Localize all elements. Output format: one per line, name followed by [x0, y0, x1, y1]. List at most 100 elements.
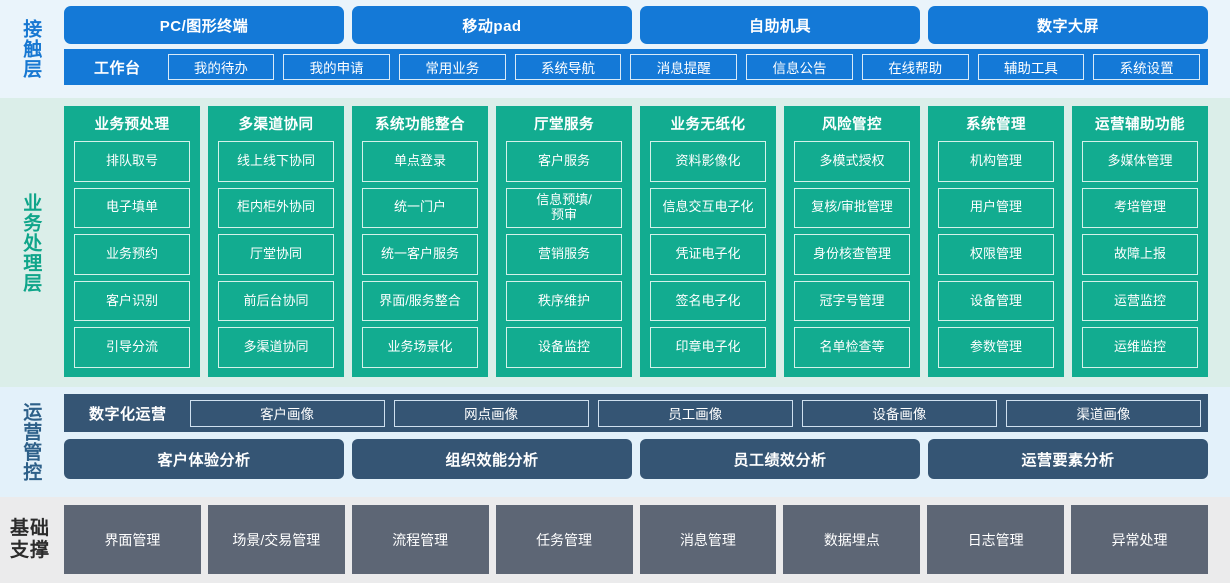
business-item[interactable]: 电子填单 [74, 187, 190, 229]
foundation-item-data-tracking[interactable]: 数据埋点 [783, 505, 921, 574]
column-items: 排队取号 电子填单 业务预约 客户识别 引导分流 [74, 141, 190, 368]
portrait-customer[interactable]: 客户画像 [189, 399, 385, 427]
foundation-item-process-management[interactable]: 流程管理 [351, 505, 489, 574]
business-item[interactable]: 运维监控 [1082, 327, 1198, 368]
business-item[interactable]: 冠字号管理 [794, 280, 910, 322]
layer-operations-label: 运营管控 [0, 387, 60, 497]
business-item[interactable]: 考培管理 [1082, 187, 1198, 229]
business-item[interactable]: 故障上报 [1082, 234, 1198, 275]
business-columns: 业务预处理 排队取号 电子填单 业务预约 客户识别 引导分流 多渠道协同 线上线… [64, 106, 1208, 377]
business-item[interactable]: 机构管理 [938, 141, 1054, 182]
workbench-item-common-business[interactable]: 常用业务 [398, 54, 506, 80]
foundation-item-task-management[interactable]: 任务管理 [495, 505, 633, 574]
business-column-system-function-integration: 系统功能整合 单点登录 统一门户 统一客户服务 界面/服务整合 业务场景化 [352, 106, 488, 377]
business-item[interactable]: 排队取号 [74, 141, 190, 182]
foundation-item-exception-handling[interactable]: 异常处理 [1071, 505, 1208, 574]
analysis-employee-performance[interactable]: 员工绩效分析 [640, 439, 920, 479]
layer-business-label-text: 业务处理层 [20, 192, 42, 293]
business-item[interactable]: 信息交互电子化 [650, 187, 766, 229]
contact-channel-self-service[interactable]: 自助机具 [640, 6, 920, 44]
contact-channel-pc[interactable]: PC/图形终端 [64, 6, 344, 44]
layer-contact: 接触层 PC/图形终端 移动pad 自助机具 数字大屏 工作台 我的待办 我的申… [0, 0, 1230, 98]
business-item[interactable]: 界面/服务整合 [362, 280, 478, 322]
business-column-paperless: 业务无纸化 资料影像化 信息交互电子化 凭证电子化 签名电子化 印章电子化 [640, 106, 776, 377]
business-column-operation-auxiliary: 运营辅助功能 多媒体管理 考培管理 故障上报 运营监控 运维监控 [1072, 106, 1208, 377]
workbench-item-message-reminder[interactable]: 消息提醒 [630, 54, 738, 80]
column-items: 多模式授权 复核/审批管理 身份核查管理 冠字号管理 名单检查等 [794, 141, 910, 368]
business-item[interactable]: 运营监控 [1082, 280, 1198, 322]
analysis-organizational-effectiveness[interactable]: 组织效能分析 [352, 439, 632, 479]
business-item[interactable]: 客户识别 [74, 280, 190, 322]
business-item[interactable]: 参数管理 [938, 327, 1054, 368]
column-title: 运营辅助功能 [1095, 117, 1185, 133]
foundation-item-ui-management[interactable]: 界面管理 [64, 505, 201, 574]
business-item[interactable]: 印章电子化 [650, 327, 766, 368]
foundation-item-message-management[interactable]: 消息管理 [639, 505, 777, 574]
business-item[interactable]: 用户管理 [938, 187, 1054, 229]
business-item[interactable]: 凭证电子化 [650, 234, 766, 275]
column-items: 机构管理 用户管理 权限管理 设备管理 参数管理 [938, 141, 1054, 368]
analysis-customer-experience[interactable]: 客户体验分析 [64, 439, 344, 479]
workbench-item-auxiliary-tools[interactable]: 辅助工具 [977, 54, 1085, 80]
contact-channel-mobile-pad[interactable]: 移动pad [352, 6, 632, 44]
portrait-device[interactable]: 设备画像 [801, 399, 997, 427]
business-item[interactable]: 资料影像化 [650, 141, 766, 182]
workbench-item-information-bulletin[interactable]: 信息公告 [746, 54, 853, 80]
workbench-item-my-todo[interactable]: 我的待办 [167, 54, 275, 80]
business-item[interactable]: 身份核查管理 [794, 234, 910, 275]
business-item[interactable]: 设备监控 [506, 327, 622, 368]
portrait-branch[interactable]: 网点画像 [393, 399, 589, 427]
business-item[interactable]: 厅堂协同 [218, 234, 334, 275]
foundation-item-log-management[interactable]: 日志管理 [927, 505, 1065, 574]
layer-business-processing: 业务处理层 业务预处理 排队取号 电子填单 业务预约 客户识别 引导分流 多渠道… [0, 98, 1230, 387]
business-item[interactable]: 名单检查等 [794, 327, 910, 368]
business-column-risk-control: 风险管控 多模式授权 复核/审批管理 身份核查管理 冠字号管理 名单检查等 [784, 106, 920, 377]
contact-channel-digital-screen[interactable]: 数字大屏 [928, 6, 1208, 44]
layer-foundation-body: 界面管理 场景/交易管理 流程管理 任务管理 消息管理 数据埋点 日志管理 异常… [60, 497, 1230, 583]
column-title: 系统功能整合 [375, 117, 465, 133]
business-column-multichannel-collaboration: 多渠道协同 线上线下协同 柜内柜外协同 厅堂协同 前后台协同 多渠道协同 [208, 106, 344, 377]
business-column-pre-processing: 业务预处理 排队取号 电子填单 业务预约 客户识别 引导分流 [64, 106, 200, 377]
column-title: 业务无纸化 [670, 117, 746, 133]
layer-contact-label-text: 接触层 [20, 19, 42, 79]
layer-contact-body: PC/图形终端 移动pad 自助机具 数字大屏 工作台 我的待办 我的申请 常用… [60, 0, 1230, 98]
business-item[interactable]: 单点登录 [362, 141, 478, 182]
column-items: 单点登录 统一门户 统一客户服务 界面/服务整合 业务场景化 [362, 141, 478, 368]
business-item[interactable]: 营销服务 [506, 234, 622, 275]
portrait-channel[interactable]: 渠道画像 [1005, 399, 1201, 427]
layer-contact-label: 接触层 [0, 0, 60, 98]
foundation-item-scenario-transaction-management[interactable]: 场景/交易管理 [207, 505, 345, 574]
analysis-operation-elements[interactable]: 运营要素分析 [928, 439, 1208, 479]
business-column-lobby-service: 厅堂服务 客户服务 信息预填/ 预审 营销服务 秩序维护 设备监控 [496, 106, 632, 377]
workbench-item-my-application[interactable]: 我的申请 [283, 54, 390, 80]
workbench-item-online-help[interactable]: 在线帮助 [861, 54, 969, 80]
business-item[interactable]: 引导分流 [74, 327, 190, 368]
business-item[interactable]: 签名电子化 [650, 280, 766, 322]
layer-foundation-label-text: 基础 支撑 [7, 518, 53, 563]
business-item[interactable]: 业务场景化 [362, 327, 478, 368]
business-item[interactable]: 前后台协同 [218, 280, 334, 322]
business-item[interactable]: 线上线下协同 [218, 141, 334, 182]
business-item[interactable]: 多渠道协同 [218, 327, 334, 368]
business-item[interactable]: 复核/审批管理 [794, 187, 910, 229]
portrait-employee[interactable]: 员工画像 [597, 399, 793, 427]
workbench-bar: 工作台 我的待办 我的申请 常用业务 系统导航 消息提醒 信息公告 在线帮助 辅… [64, 49, 1208, 85]
workbench-item-system-settings[interactable]: 系统设置 [1093, 54, 1200, 80]
business-item[interactable]: 设备管理 [938, 280, 1054, 322]
business-item[interactable]: 客户服务 [506, 141, 622, 182]
business-item[interactable]: 柜内柜外协同 [218, 187, 334, 229]
business-item[interactable]: 多媒体管理 [1082, 141, 1198, 182]
business-item[interactable]: 统一门户 [362, 187, 478, 229]
business-item[interactable]: 业务预约 [74, 234, 190, 275]
business-item[interactable]: 统一客户服务 [362, 234, 478, 275]
layer-foundation-support: 基础 支撑 界面管理 场景/交易管理 流程管理 任务管理 消息管理 数据埋点 日… [0, 497, 1230, 583]
business-item[interactable]: 权限管理 [938, 234, 1054, 275]
workbench-item-system-navigation[interactable]: 系统导航 [514, 54, 622, 80]
analysis-row: 客户体验分析 组织效能分析 员工绩效分析 运营要素分析 [64, 439, 1208, 479]
business-item[interactable]: 多模式授权 [794, 141, 910, 182]
layer-business-label: 业务处理层 [0, 98, 60, 387]
foundation-items-row: 界面管理 场景/交易管理 流程管理 任务管理 消息管理 数据埋点 日志管理 异常… [64, 505, 1208, 574]
business-item[interactable]: 秩序维护 [506, 280, 622, 322]
business-item[interactable]: 信息预填/ 预审 [506, 187, 622, 229]
